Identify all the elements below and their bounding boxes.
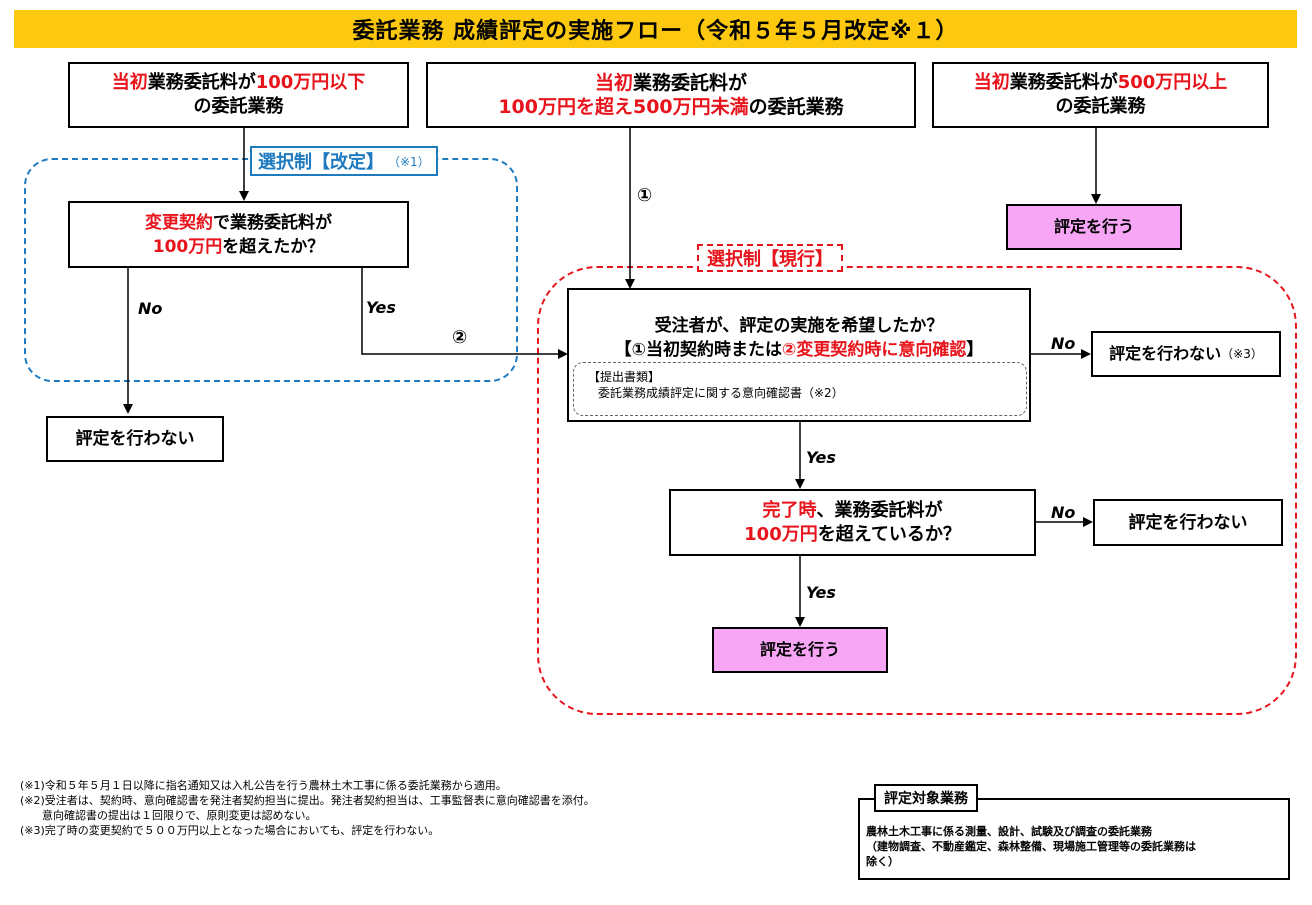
text-fee: 業務委託料が: [1009, 72, 1118, 93]
eval-text: 評定を行う: [759, 640, 840, 659]
selection-current-label: 選択制【現行】: [697, 244, 843, 272]
text-service: の委託業務: [1055, 96, 1146, 117]
selection-revised-label: 選択制【改定】 （※1）: [250, 146, 438, 176]
no-eval-complete-box: 評定を行わない: [1093, 499, 1283, 546]
footnote-2-cont: 意向確認書の提出は１回限りで、原則変更は認めない。: [20, 809, 317, 822]
footnote-2: (※2)受注者は、契約時、意向確認書を発注者契約担当に提出。発注者契約担当は、工…: [20, 794, 595, 807]
selection-current-region: [537, 266, 1297, 715]
eval-bottom-box: 評定を行う: [712, 627, 888, 673]
desire-change: ②変更契約時に意向確認: [782, 340, 967, 360]
eval-text: 評定を行う: [1053, 217, 1134, 236]
edge-label-no: No: [138, 299, 163, 318]
desire-bracket: 】: [966, 340, 984, 360]
eval-right-box: 評定を行う: [1006, 204, 1182, 250]
footnote-3: (※3)完了時の変更契約で５００万円以上となった場合においても、評定を行わない。: [20, 824, 440, 837]
text-under-1m: 100万円以下: [255, 72, 366, 93]
page-title-text: 委託業務 成績評定の実施フロー（令和５年５月改定※１）: [352, 19, 959, 44]
no-eval-text: 評定を行わない: [1128, 512, 1248, 533]
text-exceeded: を超えたか？: [222, 236, 325, 257]
page-title: 委託業務 成績評定の実施フロー（令和５年５月改定※１）: [14, 10, 1297, 48]
top-box-1m-to-5m: 当初業務委託料が 100万円を超え500万円未満の委託業務: [426, 62, 916, 128]
edge-label-no: No: [1051, 334, 1076, 353]
no-eval-note: （※3）: [1221, 347, 1263, 361]
target-services-box: 農林土木工事に係る測量、設計、試験及び調査の委託業務 （建物調査、不動産鑑定、森…: [858, 798, 1290, 880]
edge-label-no: No: [1051, 503, 1076, 522]
target-services-title: 評定対象業務: [874, 784, 978, 812]
text-initial: 当初: [973, 72, 1010, 93]
text-1m: 100万円: [152, 236, 223, 257]
text-initial: 当初: [594, 72, 633, 94]
text-fee: 業務委託料が: [633, 72, 748, 94]
target-title-text: 評定対象業務: [884, 791, 968, 807]
desire-initial: 【①当初契約時または: [614, 340, 782, 360]
completion-box: 完了時、業務委託料が 100万円を超えているか？: [669, 489, 1036, 556]
text-over-5m: 500万円以上: [1117, 72, 1228, 93]
text-change-contract: 変更契約: [145, 212, 213, 233]
text-1m: 100万円: [744, 523, 818, 545]
arrow-change-yes: [361, 268, 568, 359]
footnotes: (※1)令和５年５月１日以降に指名通知又は入札公告を行う農林土木工事に係る委託業…: [20, 778, 595, 838]
change-contract-box: 変更契約で業務委託料が 100万円を超えたか？: [68, 201, 409, 268]
top-box-under-1m: 当初業務委託料が100万円以下 の委託業務: [68, 62, 409, 128]
submission-docs-box: 【提出書類】 委託業務成績評定に関する意向確認書（※2）: [573, 362, 1027, 416]
desire-question: 受注者が、評定の実施を希望したか？: [654, 316, 944, 336]
footnote-1: (※1)令和５年５月１日以降に指名通知又は入札公告を行う農林土木工事に係る委託業…: [20, 779, 507, 792]
target-line-2: （建物調査、不動産鑑定、森林整備、現場施工管理等の委託業務は: [866, 840, 1196, 853]
text-exceeds: を超えているか？: [817, 523, 961, 545]
edge-label-circle-2: ②: [452, 327, 468, 348]
edge-label-yes: Yes: [806, 448, 836, 467]
text-service: の委託業務: [193, 96, 284, 117]
top-box-over-5m: 当初業務委託料が500万円以上 の委託業務: [932, 62, 1269, 128]
docs-item: 委託業務成績評定に関する意向確認書（※2）: [598, 386, 844, 400]
no-eval-text: 評定を行わない: [75, 429, 195, 449]
no-eval-desire-box: 評定を行わない（※3）: [1091, 331, 1281, 377]
text-fee: 業務委託料が: [147, 72, 256, 93]
text-service: の委託業務: [748, 96, 844, 118]
no-eval-text: 評定を行わない: [1109, 344, 1222, 363]
selection-revised-note: （※1）: [388, 154, 430, 169]
target-line-3: 除く）: [866, 855, 899, 868]
edge-label-yes: Yes: [806, 583, 836, 602]
text-completion: 完了時: [762, 499, 817, 521]
edge-label-circle-1: ①: [637, 185, 653, 206]
selection-current-text: 選択制【現行】: [707, 249, 833, 270]
desire-box: 受注者が、評定の実施を希望したか？ 【①当初契約時または②変更契約時に意向確認】…: [567, 288, 1031, 422]
selection-revised-text: 選択制【改定】: [258, 152, 384, 173]
text-initial: 当初: [111, 72, 148, 93]
text-range: 100万円を超え500万円未満: [498, 96, 749, 118]
no-eval-left-box: 評定を行わない: [46, 416, 224, 462]
docs-title: 【提出書類】: [588, 370, 661, 384]
target-line-1: 農林土木工事に係る測量、設計、試験及び調査の委託業務: [866, 825, 1152, 838]
text-fee: で業務委託料が: [213, 212, 332, 233]
text-fee: 、業務委託料が: [816, 499, 943, 521]
edge-label-yes: Yes: [366, 298, 396, 317]
